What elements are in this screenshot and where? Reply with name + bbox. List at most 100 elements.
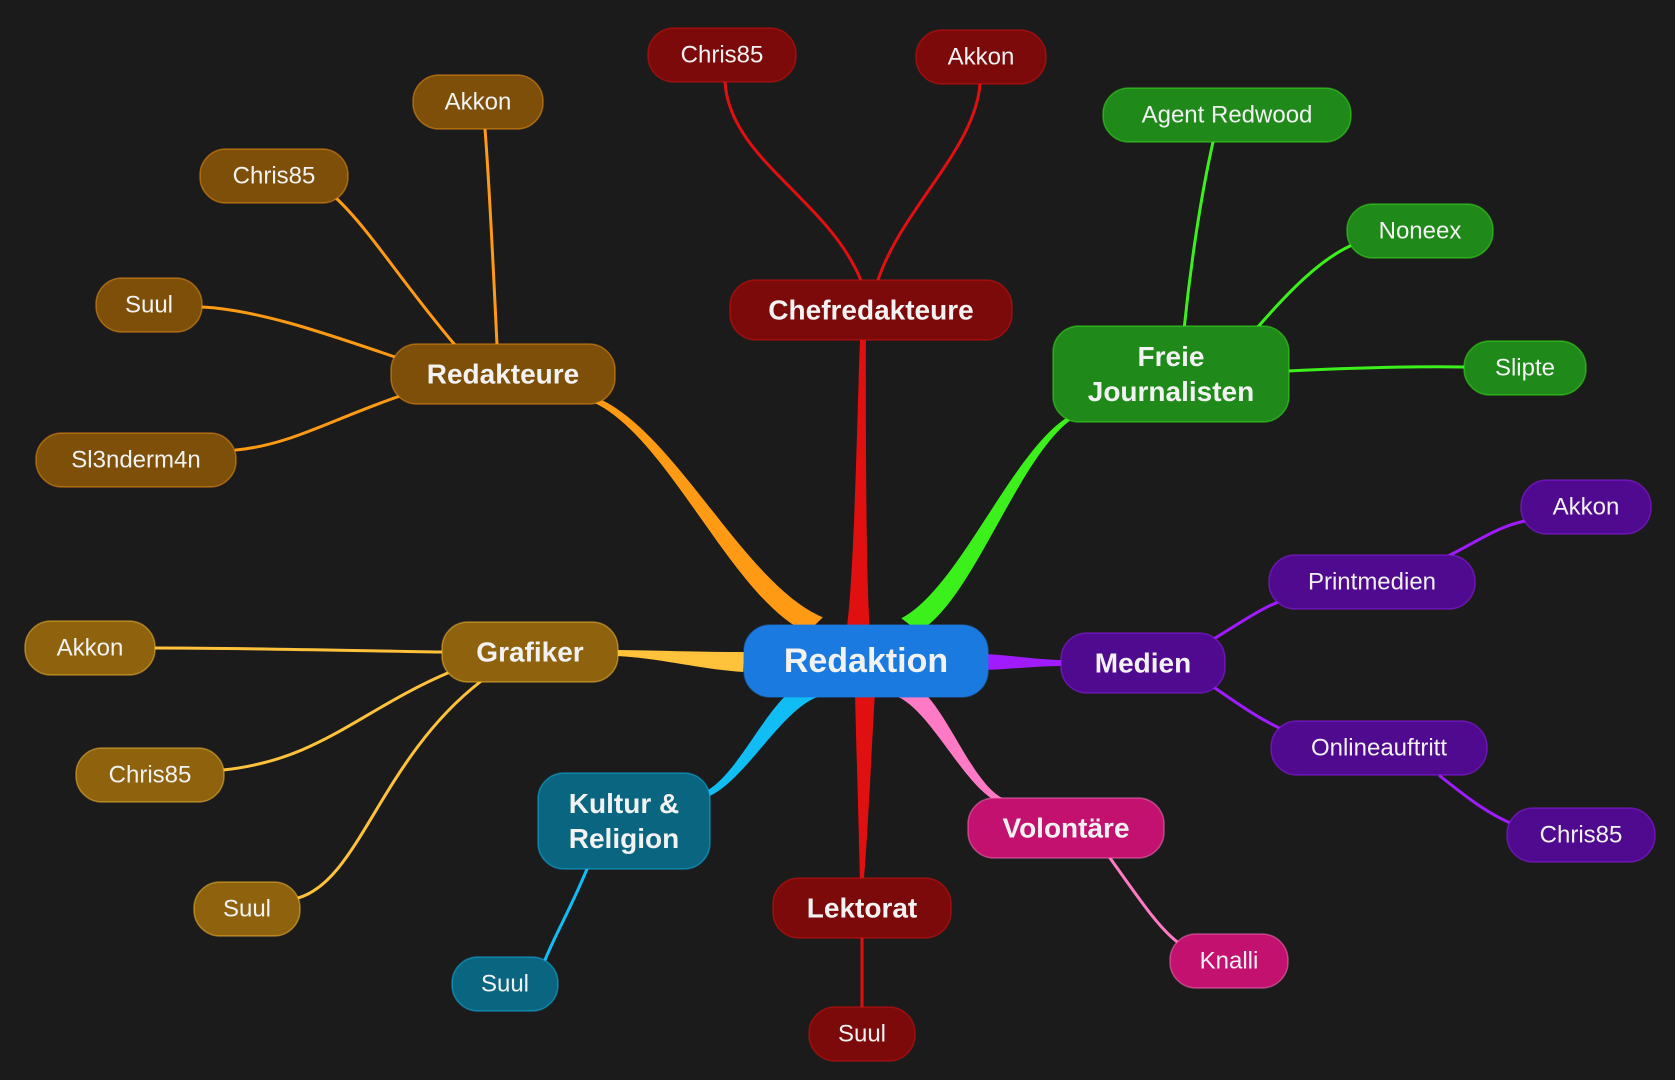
node-redakteure-sl3nderm4n[interactable]: Sl3nderm4n xyxy=(35,432,237,488)
node-chefredakteure-box xyxy=(729,279,1013,341)
node-medien-onlineauftritt-box xyxy=(1270,720,1488,776)
node-volontaere-knalli-label: Knalli xyxy=(1200,948,1259,975)
node-kultur-and-religion-suul[interactable]: Suul xyxy=(451,956,559,1012)
node-chefredakteure-label: Chefredakteure xyxy=(768,295,973,326)
link-root-medien xyxy=(984,654,1062,670)
node-grafiker-akkon-label: Akkon xyxy=(57,635,124,662)
link-root-grafiker xyxy=(616,650,745,672)
node-medien[interactable]: Medien xyxy=(1060,632,1226,694)
link-medien-onlineauftritt xyxy=(1210,684,1292,735)
link-root-volontaere xyxy=(897,683,1003,802)
link-freie-journalisten-slipte xyxy=(1286,365,1466,373)
node-grafiker-akkon[interactable]: Akkon xyxy=(24,620,156,676)
link-chefredakteure-chris85 xyxy=(723,80,864,285)
node-root-redaktion-label: Redaktion xyxy=(784,642,948,680)
node-grafiker-chris85-label: Chris85 xyxy=(109,762,192,789)
link-printmedien-akkon xyxy=(1448,518,1532,557)
node-kultur-and-religion-label-2: Religion xyxy=(569,823,679,854)
node-freie-journalisten-slipte-box xyxy=(1463,340,1587,396)
node-printmedien-akkon-box xyxy=(1520,479,1652,535)
node-kultur-and-religion-label-1: Kultur & xyxy=(569,788,679,819)
node-redakteure-box xyxy=(390,343,616,405)
node-freie-journalisten-agent-redwood[interactable]: Agent Redwood xyxy=(1102,87,1352,143)
node-kultur-and-religion[interactable]: Kultur & Religion xyxy=(537,772,711,870)
node-kultur-and-religion-box xyxy=(537,772,711,870)
node-freie-journalisten-box xyxy=(1052,325,1290,423)
node-medien-label: Medien xyxy=(1095,648,1191,679)
node-lektorat-suul-box xyxy=(808,1006,916,1062)
node-grafiker-label: Grafiker xyxy=(476,637,583,668)
link-redakteure-chris85 xyxy=(334,196,457,347)
node-grafiker-akkon-box xyxy=(24,620,156,676)
node-chefredakteure-chris85-box xyxy=(647,27,797,83)
node-medien-box xyxy=(1060,632,1226,694)
node-medien-onlineauftritt-label: Onlineauftritt xyxy=(1311,735,1447,762)
link-grafiker-chris85 xyxy=(221,670,452,772)
node-freie-journalisten-slipte-label: Slipte xyxy=(1495,355,1555,382)
node-redakteure-chris85-box xyxy=(199,148,349,204)
node-onlineauftritt-chris85-label: Chris85 xyxy=(1540,822,1623,849)
node-redakteure-akkon[interactable]: Akkon xyxy=(412,74,544,130)
node-lektorat-box xyxy=(772,877,952,939)
node-grafiker-box xyxy=(441,621,619,683)
node-chefredakteure-akkon[interactable]: Akkon xyxy=(915,29,1047,85)
node-grafiker-chris85-box xyxy=(75,747,225,803)
node-chefredakteure-chris85[interactable]: Chris85 xyxy=(647,27,797,83)
node-medien-printmedien-label: Printmedien xyxy=(1308,569,1436,596)
node-redakteure[interactable]: Redakteure xyxy=(390,343,616,405)
node-redakteure-sl3nderm4n-label: Sl3nderm4n xyxy=(71,447,200,474)
node-medien-onlineauftritt[interactable]: Onlineauftritt xyxy=(1270,720,1488,776)
node-onlineauftritt-chris85[interactable]: Chris85 xyxy=(1506,807,1656,863)
link-root-kultur-and-religion xyxy=(702,682,818,798)
link-root-redakteure xyxy=(592,397,823,633)
mindmap-links xyxy=(152,80,1532,1009)
node-chefredakteure[interactable]: Chefredakteure xyxy=(729,279,1013,341)
link-redakteure-sl3nderm4n xyxy=(234,394,402,452)
link-redakteure-suul xyxy=(200,305,397,359)
node-onlineauftritt-chris85-box xyxy=(1506,807,1656,863)
link-volontaere-knalli xyxy=(1108,856,1182,946)
node-grafiker-suul-label: Suul xyxy=(223,896,271,923)
node-volontaere-box xyxy=(967,797,1165,859)
node-redakteure-suul[interactable]: Suul xyxy=(95,277,203,333)
node-redakteure-chris85-label: Chris85 xyxy=(233,163,316,190)
node-lektorat[interactable]: Lektorat xyxy=(772,877,952,939)
node-printmedien-akkon[interactable]: Akkon xyxy=(1520,479,1652,535)
node-kultur-and-religion-suul-box xyxy=(451,956,559,1012)
node-lektorat-label: Lektorat xyxy=(807,893,917,924)
node-freie-journalisten-noneex-label: Noneex xyxy=(1379,218,1462,245)
link-root-lektorat xyxy=(854,649,878,879)
node-medien-printmedien-box xyxy=(1268,554,1476,610)
node-freie-journalisten-agent-redwood-label: Agent Redwood xyxy=(1142,102,1313,129)
node-freie-journalisten-noneex[interactable]: Noneex xyxy=(1346,203,1494,259)
node-freie-journalisten-slipte[interactable]: Slipte xyxy=(1463,340,1587,396)
node-root-redaktion-box xyxy=(743,624,989,698)
node-freie-journalisten-agent-redwood-box xyxy=(1102,87,1352,143)
node-freie-journalisten-label-2: Journalisten xyxy=(1088,376,1254,407)
link-onlineauftritt-chris85 xyxy=(1438,774,1517,827)
node-chefredakteure-akkon-label: Akkon xyxy=(948,44,1015,71)
node-lektorat-suul-label: Suul xyxy=(838,1021,886,1048)
node-chefredakteure-chris85-label: Chris85 xyxy=(681,42,764,69)
link-grafiker-suul xyxy=(296,680,482,900)
link-freie-journalisten-noneex xyxy=(1255,244,1352,330)
node-medien-printmedien[interactable]: Printmedien xyxy=(1268,554,1476,610)
link-medien-printmedien xyxy=(1210,596,1292,642)
node-grafiker[interactable]: Grafiker xyxy=(441,621,619,683)
node-printmedien-akkon-label: Akkon xyxy=(1553,494,1620,521)
node-grafiker-suul-box xyxy=(193,881,301,937)
node-volontaere[interactable]: Volontäre xyxy=(967,797,1165,859)
node-volontaere-knalli[interactable]: Knalli xyxy=(1169,933,1289,989)
node-lektorat-suul[interactable]: Suul xyxy=(808,1006,916,1062)
node-grafiker-chris85[interactable]: Chris85 xyxy=(75,747,225,803)
node-grafiker-suul[interactable]: Suul xyxy=(193,881,301,937)
node-redakteure-sl3nderm4n-box xyxy=(35,432,237,488)
node-root-redaktion[interactable]: Redaktion xyxy=(743,624,989,698)
node-redakteure-akkon-box xyxy=(412,74,544,130)
link-root-chefredakteure xyxy=(845,301,871,641)
node-chefredakteure-akkon-box xyxy=(915,29,1047,85)
node-volontaere-label: Volontäre xyxy=(1002,813,1129,844)
node-redakteure-chris85[interactable]: Chris85 xyxy=(199,148,349,204)
